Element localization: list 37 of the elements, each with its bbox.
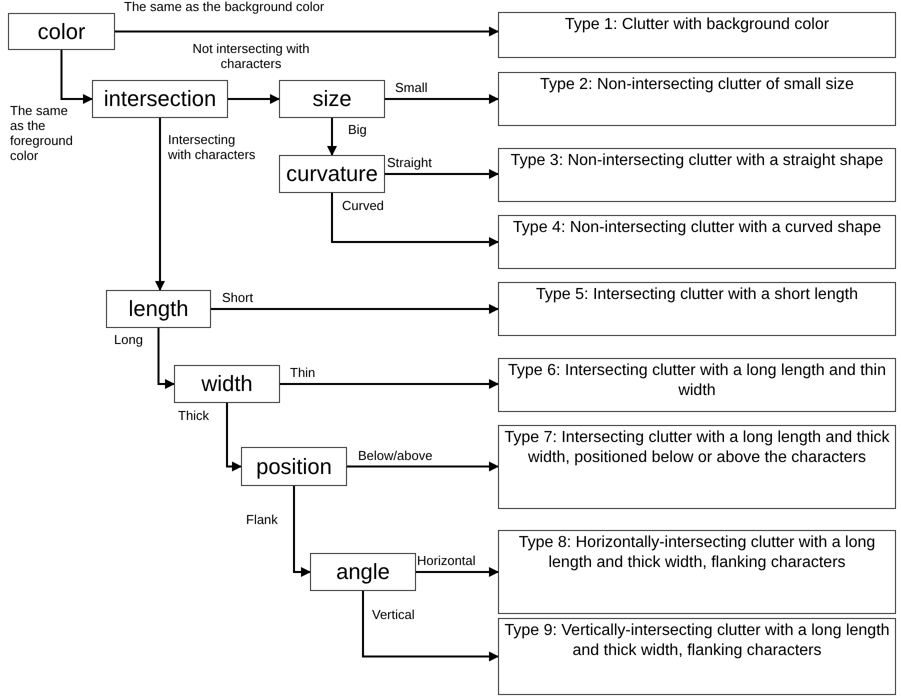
result-box: Type 9: Vertically-intersecting clutter with a long length and thick width, flanking characters xyxy=(498,618,896,695)
decision-box: position xyxy=(241,447,347,486)
result-box: Type 7: Intersecting clutter with a long length and thick width, positioned below or above the characters xyxy=(498,425,896,509)
arrow xyxy=(362,591,499,662)
arrow xyxy=(155,118,165,291)
arrow xyxy=(115,26,499,36)
result-box: Type 6: Intersecting clutter with a long length and thin width xyxy=(498,358,896,412)
arrow xyxy=(226,403,242,472)
arrow xyxy=(293,486,311,577)
decision-box: intersection xyxy=(92,80,228,118)
edge-label: Long xyxy=(114,333,143,348)
decision-box: length xyxy=(106,290,211,328)
arrow xyxy=(347,462,499,472)
result-box: Type 3: Non-intersecting clutter with a straight shape xyxy=(498,148,896,202)
edge-label: Big xyxy=(348,123,367,138)
arrow xyxy=(416,567,499,577)
result-box: Type 8: Horizontally-intersecting clutter with a long length and thick width, flanking characters xyxy=(498,530,896,614)
edge-label: Straight xyxy=(387,156,432,171)
decision-box: angle xyxy=(310,553,416,591)
arrow xyxy=(158,328,175,389)
result-box: Type 4: Non-intersecting clutter with a curved shape xyxy=(498,215,896,269)
decision-box: curvature xyxy=(279,155,385,193)
result-box: Type 5: Intersecting clutter with a short length xyxy=(498,282,896,336)
edge-label: The same as the background color xyxy=(124,0,324,15)
arrow xyxy=(211,304,499,314)
decision-box: color xyxy=(8,13,115,50)
decision-box: width xyxy=(174,365,280,403)
result-box: Type 1: Clutter with background color xyxy=(498,12,896,58)
arrow xyxy=(331,193,499,247)
arrow xyxy=(60,50,93,104)
result-box: Type 2: Non-intersecting clutter of small size xyxy=(498,72,896,126)
arrow xyxy=(385,94,499,104)
decision-box: size xyxy=(279,80,385,118)
arrow xyxy=(385,169,499,179)
arrow xyxy=(327,118,337,156)
arrow xyxy=(280,379,499,389)
arrow xyxy=(228,94,280,104)
